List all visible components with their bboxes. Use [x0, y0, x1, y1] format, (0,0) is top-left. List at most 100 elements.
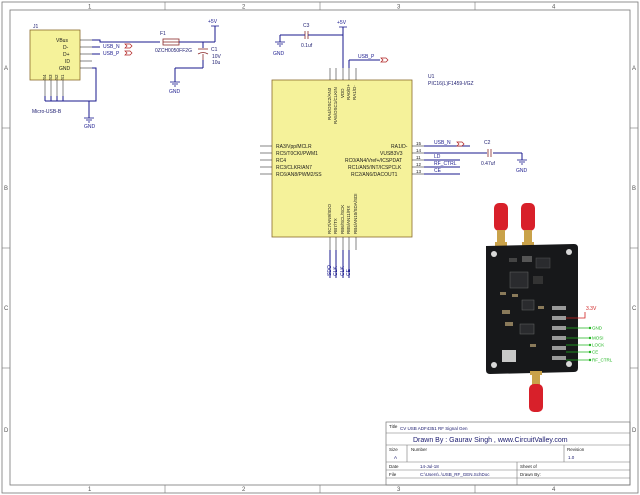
- u1-bottom-pin-5: RB4/AN10/SDA/SDI: [353, 193, 358, 234]
- j1-body: [29, 29, 81, 81]
- drawnby-label: Drawn By:: [520, 472, 541, 477]
- row-label-a-left: A: [4, 66, 8, 72]
- sma-connector-top-right: [521, 203, 535, 246]
- fuse-to-cap1-wiring: [174, 26, 216, 82]
- usb-p-label-left: USB_P: [103, 51, 120, 57]
- size-value: A: [394, 455, 397, 460]
- j1-pin-vbus: VBus: [56, 38, 68, 44]
- gnd-symbol-j1: [84, 117, 94, 123]
- col-label-3-bottom: 3: [397, 487, 401, 493]
- u1-bottom-pin-3: RB6/SCL/SCK: [340, 205, 345, 234]
- file-label: File: [389, 472, 397, 477]
- j1-shield-s3: S3: [48, 74, 53, 80]
- title-value: CV USB ADF4351 RF Signal Gen: [400, 426, 468, 431]
- gnd-label-c1: GND: [169, 89, 181, 95]
- usb-p-label-top: USB_P: [358, 54, 375, 60]
- c2-ref: C2: [484, 140, 491, 146]
- drawn-by-credit: Drawn By : Gaurav Singh , www.CircuitVal…: [413, 437, 568, 444]
- sma-connector-top-left: [494, 203, 508, 246]
- u1-right-pin-num-1: 15: [416, 141, 422, 146]
- f1-ref: F1: [160, 31, 166, 37]
- sma-connector-bottom: [529, 371, 543, 412]
- u1-bottom-wiring: [329, 250, 350, 278]
- c3-ref: C3: [303, 23, 310, 29]
- vcc-5v-left-label: +5V: [208, 19, 218, 25]
- usb-n-port-left: USB_N: [103, 43, 133, 50]
- usb-connector-j1: J1 VBus D- D+ ID GND S4 S3 S2 S1 Micro-U…: [29, 24, 92, 115]
- j1-part-name: Micro-USB-B: [32, 109, 62, 115]
- u1-right-pin-3: RC0/AN4/Vref+/ICSPDAT: [345, 158, 402, 164]
- mcu-u1: U1 PIC16(L)F1459-I/GZ RA4/OSC2/AN3 RA5/O…: [260, 68, 474, 250]
- u1-left-pin-4: RC3/CLKR/AN7: [276, 165, 312, 171]
- net-ce-right: CE: [434, 168, 442, 174]
- u1-top-pin-2: RA5/OSC1/CLKIN: [333, 87, 338, 124]
- row-label-a-right: A: [632, 66, 636, 72]
- row-label-c-left: C: [4, 306, 9, 312]
- usb-p-port-top: USB_P: [358, 54, 389, 63]
- usb-p-port-left: USB_P: [103, 50, 133, 57]
- u1-bottom-pin-4: RB5/AN11/RX: [346, 206, 351, 234]
- net-clk-1: CLK: [333, 266, 339, 276]
- col-label-3-top: 3: [397, 5, 401, 11]
- u1-left-pin-3: RC4: [276, 158, 286, 164]
- row-label-b-left: B: [4, 186, 8, 192]
- usb-n-label-right: USB_N: [434, 140, 451, 146]
- u1-right-pin-num-2: 14: [416, 148, 422, 153]
- j1-pin-gnd: GND: [59, 66, 71, 72]
- u1-left-pin-1: RA3/Vpp/MCLR: [276, 144, 312, 150]
- u1-right-pin-num-4: 12: [416, 162, 422, 167]
- u1-ref: U1: [428, 74, 435, 80]
- j1-shield-s4: S4: [42, 74, 47, 80]
- f1-value: 0ZCH0050FF2G: [155, 48, 192, 54]
- gnd-symbol-c3: [275, 41, 285, 47]
- j1-shield-s1: S1: [60, 74, 65, 80]
- u1-right-pin-1: RA1/D-: [391, 144, 408, 150]
- u1-bottom-pin-1: RC7/AN9/SDO: [327, 203, 332, 234]
- u1-bottom-pin-2: RB7/TX: [333, 218, 338, 234]
- u1-part: PIC16(L)F1459-I/GZ: [428, 81, 474, 87]
- col-label-2-bottom: 2: [242, 487, 246, 493]
- vcc-5v-left: +5V: [208, 19, 219, 27]
- pcb-header-pins: [552, 306, 566, 360]
- net-ld: LD: [434, 154, 441, 160]
- board-label-ce: CE: [592, 350, 598, 355]
- u1-top-pin-3: VDD: [340, 88, 345, 98]
- c1-ref: C1: [211, 47, 218, 53]
- sheet-label: Sheet of: [520, 464, 538, 469]
- net-ce-bottom: CE: [346, 268, 352, 276]
- pcb-components: [500, 256, 551, 362]
- row-label-d-left: D: [4, 428, 9, 434]
- c1-value2: 10u: [212, 60, 221, 66]
- number-label: Number: [411, 447, 428, 452]
- usb-n-port-right: USB_N: [434, 140, 465, 147]
- c2-value: 0.47uf: [481, 161, 496, 167]
- u1-top-wiring: [348, 59, 380, 68]
- u1-left-pin-2: RC5/T0CKI/PWM1: [276, 151, 318, 157]
- file-value: C:\Users\..\USB_RF_GEN.SchDoc: [420, 472, 490, 477]
- pcb-mounting-holes: [491, 249, 572, 368]
- date-value: 14-Jul-18: [420, 464, 439, 469]
- u1-body: [271, 79, 413, 238]
- board-label-3v3: 3.3V: [586, 306, 597, 312]
- title-label: Title: [389, 424, 398, 429]
- j1-pin-id: ID: [65, 59, 70, 65]
- col-label-2-top: 2: [242, 5, 246, 11]
- gnd-label-c2: GND: [516, 168, 528, 174]
- usb-n-label-left: USB_N: [103, 44, 120, 50]
- c3-value: 0.1uf: [301, 43, 313, 49]
- title-block: Title CV USB ADF4351 RF Signal Gen Drawn…: [385, 421, 631, 486]
- capacitor-c2: C2 0.47uf: [481, 140, 496, 167]
- j1-ref: J1: [33, 24, 39, 30]
- u1-top-pin-1: RA4/OSC2/AN3: [327, 87, 332, 120]
- col-label-4-bottom: 4: [552, 487, 556, 493]
- net-clk-2: CLK: [340, 266, 346, 276]
- adf4351-board-photo: 3.3V GND MOSI LOCK CE RF_CTRL: [474, 196, 613, 418]
- gnd-symbol-c2: [517, 159, 527, 165]
- u1-right-pin-4: RC1/AN5/INT/ICSPCLK: [348, 165, 402, 171]
- net-sdo: SDO: [327, 265, 333, 276]
- board-label-rf-ctrl: RF_CTRL: [592, 358, 613, 363]
- vcc-5v-mid: +5V: [337, 20, 347, 28]
- c3-wiring: [279, 27, 344, 68]
